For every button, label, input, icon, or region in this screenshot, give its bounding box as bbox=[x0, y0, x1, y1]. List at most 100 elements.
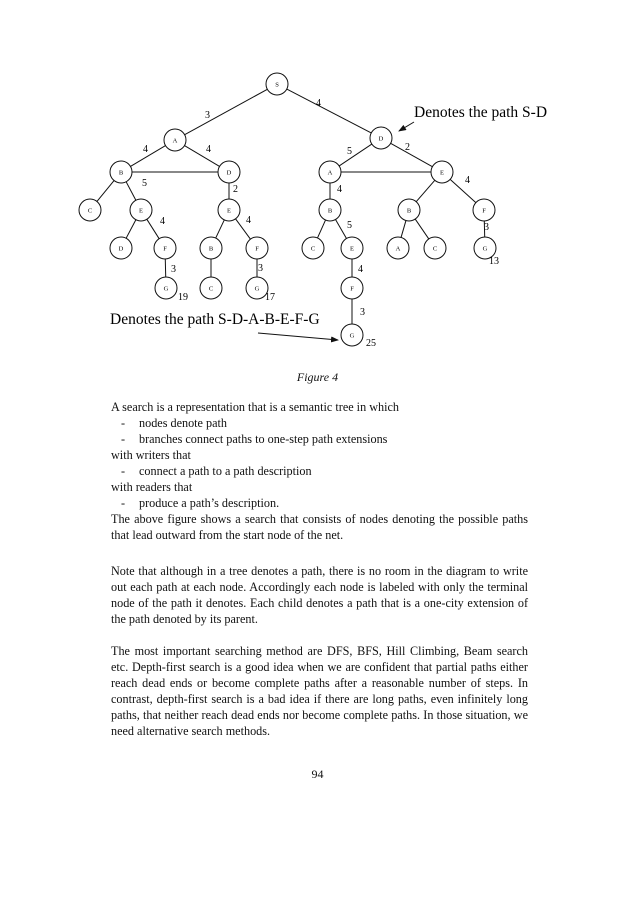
tree-node: C bbox=[199, 276, 223, 300]
tree-edge bbox=[184, 145, 220, 167]
tree-node: G bbox=[154, 276, 178, 300]
tree-node: E bbox=[430, 160, 454, 184]
tree-node-label: G bbox=[255, 285, 260, 292]
tree-edge bbox=[449, 179, 477, 203]
tree-node: E bbox=[129, 198, 153, 222]
tree-node: G bbox=[340, 323, 364, 347]
goal-cost: 17 bbox=[265, 292, 275, 303]
edge-weight: 4 bbox=[337, 184, 342, 195]
paragraph: The most important searching method are … bbox=[111, 644, 528, 738]
tree-node-circle bbox=[153, 236, 177, 260]
tree-edge bbox=[146, 219, 160, 239]
tree-node-label: C bbox=[433, 245, 437, 252]
tree-node-label: E bbox=[139, 207, 143, 214]
tree-node-label: D bbox=[119, 245, 124, 252]
tree-node-circle bbox=[199, 276, 223, 300]
goal-cost: 13 bbox=[489, 256, 499, 267]
tree-node-label: F bbox=[350, 285, 354, 292]
tree-node: A bbox=[163, 128, 187, 152]
tree-edge bbox=[125, 219, 137, 239]
tree-node: A bbox=[386, 236, 410, 260]
paragraph: The above figure shows a search that con… bbox=[111, 512, 528, 542]
tree-node: S bbox=[265, 72, 289, 96]
tree-node: E bbox=[340, 236, 364, 260]
tree-node-circle bbox=[129, 198, 153, 222]
tree-node-label: B bbox=[407, 207, 412, 214]
edge-weight: 5 bbox=[347, 220, 352, 231]
edge-weight: 4 bbox=[160, 216, 165, 227]
bullet-dash: - bbox=[121, 496, 126, 510]
tree-node: G bbox=[245, 276, 269, 300]
bullet-item: -branches connect paths to one-step path… bbox=[121, 432, 388, 446]
tree-node-circle bbox=[109, 160, 133, 184]
tree-node-circle bbox=[199, 236, 223, 260]
goal-cost: 25 bbox=[366, 338, 376, 349]
tree-node-label: D bbox=[227, 169, 232, 176]
tree-node: B bbox=[199, 236, 223, 260]
tree-node: D bbox=[217, 160, 241, 184]
tree-edges bbox=[96, 88, 486, 324]
tree-node-circle bbox=[423, 236, 447, 260]
tree-node-circle bbox=[340, 323, 364, 347]
tree-edge bbox=[286, 88, 372, 134]
tree-node: G bbox=[473, 236, 497, 260]
tree-node: A bbox=[318, 160, 342, 184]
bullet-dash: - bbox=[121, 432, 126, 446]
annotation-path-full: Denotes the path S-D-A-B-E-F-G bbox=[110, 311, 320, 328]
figure-caption: Figure 4 bbox=[296, 370, 339, 384]
annotation-arrow-full bbox=[257, 332, 339, 343]
tree-node-label: B bbox=[209, 245, 214, 252]
tree-edge bbox=[215, 219, 225, 239]
annotation-path-sd: Denotes the path S-D bbox=[414, 104, 547, 121]
page-number: 94 bbox=[311, 767, 324, 781]
tree-node-circle bbox=[245, 276, 269, 300]
tree-node-circle bbox=[217, 160, 241, 184]
edge-weight: 4 bbox=[206, 144, 211, 155]
tree-node-circle bbox=[163, 128, 187, 152]
tree-node: B bbox=[109, 160, 133, 184]
tree-node: E bbox=[217, 198, 241, 222]
edge-weight: 5 bbox=[142, 178, 147, 189]
tree-edge bbox=[414, 218, 430, 240]
edge-weight: 4 bbox=[465, 175, 470, 186]
bullet-item: -nodes denote path bbox=[121, 416, 227, 430]
writers-line: with writers that bbox=[111, 448, 191, 462]
edge-weight: 4 bbox=[246, 215, 251, 226]
tree-edge bbox=[335, 219, 347, 239]
bullet-item: -produce a path’s description. bbox=[121, 496, 280, 510]
tree-node: D bbox=[109, 236, 133, 260]
edge-weight: 3 bbox=[484, 222, 489, 233]
tree-node-label: S bbox=[275, 81, 279, 88]
edge-weight: 4 bbox=[358, 264, 363, 275]
bullet-item: -connect a path to a path description bbox=[121, 464, 312, 478]
tree-node-circle bbox=[340, 236, 364, 260]
tree-node: F bbox=[472, 198, 496, 222]
edge-weight: 3 bbox=[205, 110, 210, 121]
body-text-list: A search is a representation that is a s… bbox=[111, 399, 528, 543]
intro-line: A search is a representation that is a s… bbox=[111, 400, 399, 414]
edge-weight: 2 bbox=[405, 142, 410, 153]
edge-weight: 3 bbox=[258, 263, 263, 274]
annotation-arrow-sd bbox=[398, 121, 415, 132]
tree-edge bbox=[390, 142, 433, 168]
tree-node: F bbox=[153, 236, 177, 260]
tree-node: F bbox=[245, 236, 269, 260]
tree-node: B bbox=[318, 198, 342, 222]
edge-weight: 3 bbox=[171, 264, 176, 275]
edge-weight: 2 bbox=[233, 184, 238, 195]
paragraph: Note that although in a tree denotes a p… bbox=[111, 564, 528, 626]
tree-node: D bbox=[369, 126, 393, 150]
tree-node-label: B bbox=[119, 169, 124, 176]
tree-node-circle bbox=[397, 198, 421, 222]
tree-edge bbox=[235, 218, 251, 240]
tree-node-label: D bbox=[379, 135, 384, 142]
tree-edge bbox=[96, 180, 115, 202]
tree-node-label: E bbox=[227, 207, 231, 214]
tree-node: C bbox=[301, 236, 325, 260]
edge-weight: 5 bbox=[347, 146, 352, 157]
tree-node-circle bbox=[217, 198, 241, 222]
tree-node-circle bbox=[78, 198, 102, 222]
tree-node-label: C bbox=[311, 245, 315, 252]
tree-node-circle bbox=[386, 236, 410, 260]
